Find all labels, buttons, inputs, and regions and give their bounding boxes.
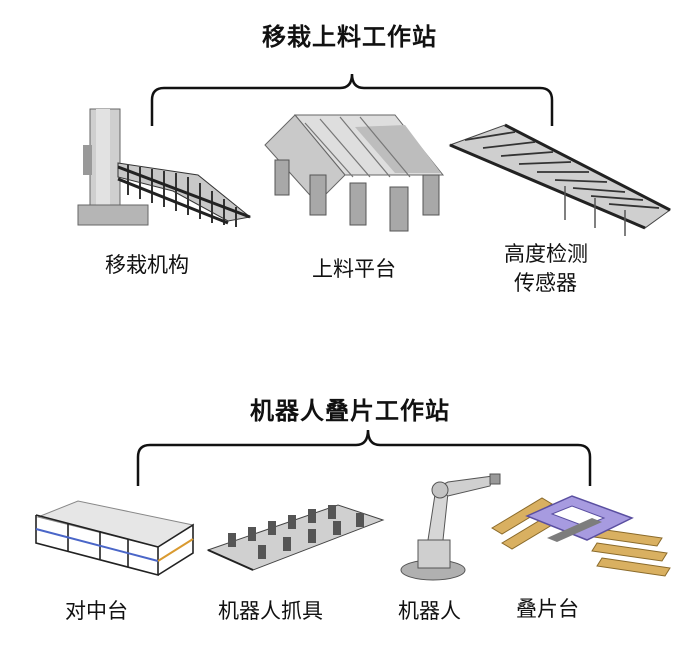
centering-table-icon bbox=[28, 495, 198, 585]
robot-label: 机器人 bbox=[398, 598, 461, 624]
robot-gripper-label: 机器人抓具 bbox=[218, 598, 323, 624]
stacking-table-icon bbox=[492, 488, 672, 583]
centering-table-label: 对中台 bbox=[65, 598, 128, 624]
stacking-table-label: 叠片台 bbox=[516, 596, 579, 622]
robot-gripper-icon bbox=[208, 495, 383, 585]
